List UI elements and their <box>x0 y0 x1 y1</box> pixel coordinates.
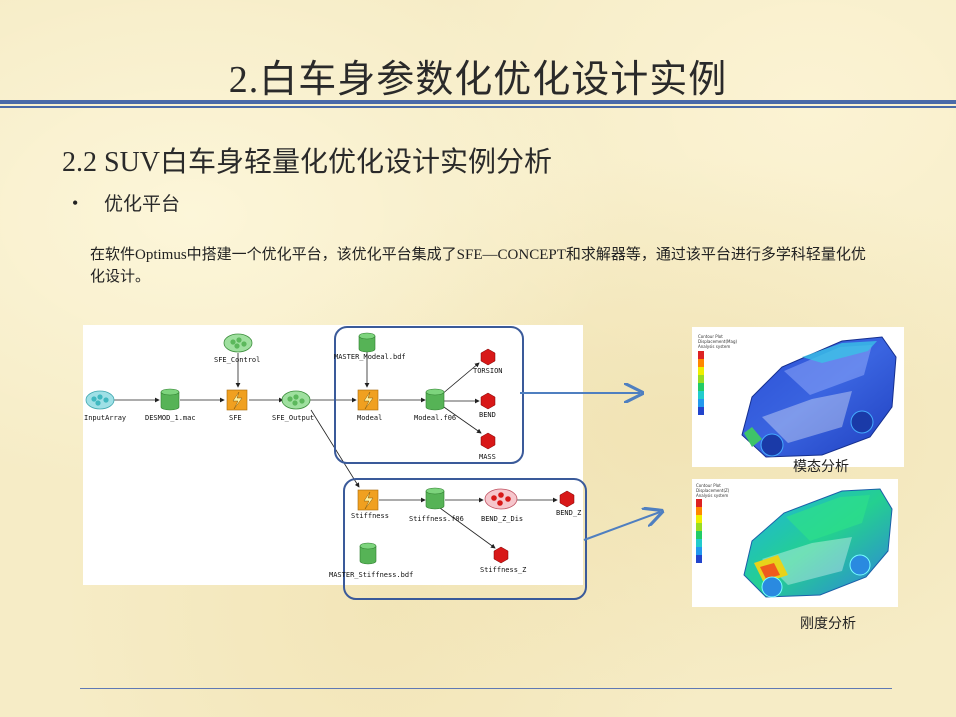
svg-text:Stiffness_Z: Stiffness_Z <box>480 566 526 574</box>
node-torsion: TORSION <box>473 348 503 375</box>
workflow-svg: InputArray DESMOD_1.mac SFE_Control SFE … <box>84 326 587 600</box>
legend-colorbar <box>698 351 704 415</box>
node-input-array: InputArray <box>84 390 126 422</box>
optimus-workflow-diagram: InputArray DESMOD_1.mac SFE_Control SFE … <box>83 325 587 600</box>
edge-f06-mass <box>440 404 482 434</box>
section-heading: 2.2 SUV白车身轻量化优化设计实例分析 <box>62 147 553 178</box>
node-sfe-output: SFE_Output <box>272 390 314 422</box>
svg-text:Contour Plot: Contour Plot <box>696 483 721 488</box>
legend-colorbar <box>696 499 702 563</box>
svg-text:MASTER_Stiffness.bdf: MASTER_Stiffness.bdf <box>329 571 413 579</box>
svg-text:Stiffness: Stiffness <box>351 512 389 520</box>
car-body-stiffness <box>743 488 893 598</box>
modal-group-frame <box>334 326 524 464</box>
node-sfe-control: SFE_Control <box>214 333 260 364</box>
title-rule <box>0 100 956 104</box>
node-bend-z: BEND_Z <box>556 490 581 517</box>
node-bend: BEND <box>479 392 496 419</box>
svg-text:DESMOD_1.mac: DESMOD_1.mac <box>145 414 196 422</box>
edge-f06-torsion <box>440 362 480 396</box>
car-body-modal <box>741 336 897 458</box>
svg-text:MASS: MASS <box>479 453 496 461</box>
stiffness-analysis-caption: 刚度分析 <box>800 617 856 632</box>
node-master-modeal: MASTER_Modeal.bdf <box>334 332 406 361</box>
node-modeal-f06: Modeal.f06 <box>414 388 456 422</box>
svg-text:Modeal: Modeal <box>357 414 382 422</box>
node-stiffness-f06: Stiffness.f06 <box>409 487 464 523</box>
svg-text:BEND: BEND <box>479 411 496 419</box>
svg-text:SFE: SFE <box>229 414 242 422</box>
modal-contour-svg: Contour Plot Displacement(Mag) Analysis … <box>698 334 897 458</box>
arrow-to-stiffness <box>583 512 660 541</box>
svg-text:Analysis system: Analysis system <box>696 493 728 498</box>
bullet-text: 优化平台 <box>104 194 181 215</box>
svg-text:BEND_Z_Dis: BEND_Z_Dis <box>481 515 523 523</box>
svg-text:SFE_Control: SFE_Control <box>214 356 260 364</box>
node-modeal: Modeal <box>357 389 382 422</box>
svg-text:Displacement(Mag): Displacement(Mag) <box>698 339 738 344</box>
stiffness-analysis-image: Contour Plot Displacement(Z) Analysis sy… <box>692 479 898 607</box>
node-mass: MASS <box>479 432 496 461</box>
svg-text:Contour Plot: Contour Plot <box>698 334 723 339</box>
stiffness-contour-svg: Contour Plot Displacement(Z) Analysis sy… <box>696 483 893 598</box>
node-master-stiffness: MASTER_Stiffness.bdf <box>329 542 413 579</box>
edge-f06-stiffz <box>439 507 496 549</box>
svg-text:Stiffness.f06: Stiffness.f06 <box>409 515 464 523</box>
result-arrows <box>520 380 680 541</box>
bullet-marker: • <box>72 193 79 213</box>
title-rule-thin <box>0 106 956 108</box>
modal-analysis-image: Contour Plot Displacement(Mag) Analysis … <box>692 327 904 467</box>
svg-text:InputArray: InputArray <box>84 414 126 422</box>
modal-analysis-caption: 模态分析 <box>793 460 849 475</box>
description-paragraph: 在软件Optimus中搭建一个优化平台，该优化平台集成了SFE—CONCEPT和… <box>90 247 866 285</box>
svg-text:Displacement(Z): Displacement(Z) <box>696 488 730 493</box>
node-desmod: DESMOD_1.mac <box>145 388 196 422</box>
footer-rule <box>80 688 892 689</box>
svg-text:Modeal.f06: Modeal.f06 <box>414 414 456 422</box>
node-bend-z-dis: BEND_Z_Dis <box>481 488 523 523</box>
node-stiffness: Stiffness <box>351 489 389 520</box>
node-stiffness-z: Stiffness_Z <box>480 546 526 574</box>
svg-text:Analysis system: Analysis system <box>698 344 730 349</box>
slide-title: 2.白车身参数化优化设计实例 <box>228 59 728 101</box>
svg-text:TORSION: TORSION <box>473 367 503 375</box>
svg-text:BEND_Z: BEND_Z <box>556 509 581 517</box>
node-sfe: SFE <box>226 389 248 422</box>
svg-text:SFE_Output: SFE_Output <box>272 414 314 422</box>
svg-text:MASTER_Modeal.bdf: MASTER_Modeal.bdf <box>334 353 406 361</box>
